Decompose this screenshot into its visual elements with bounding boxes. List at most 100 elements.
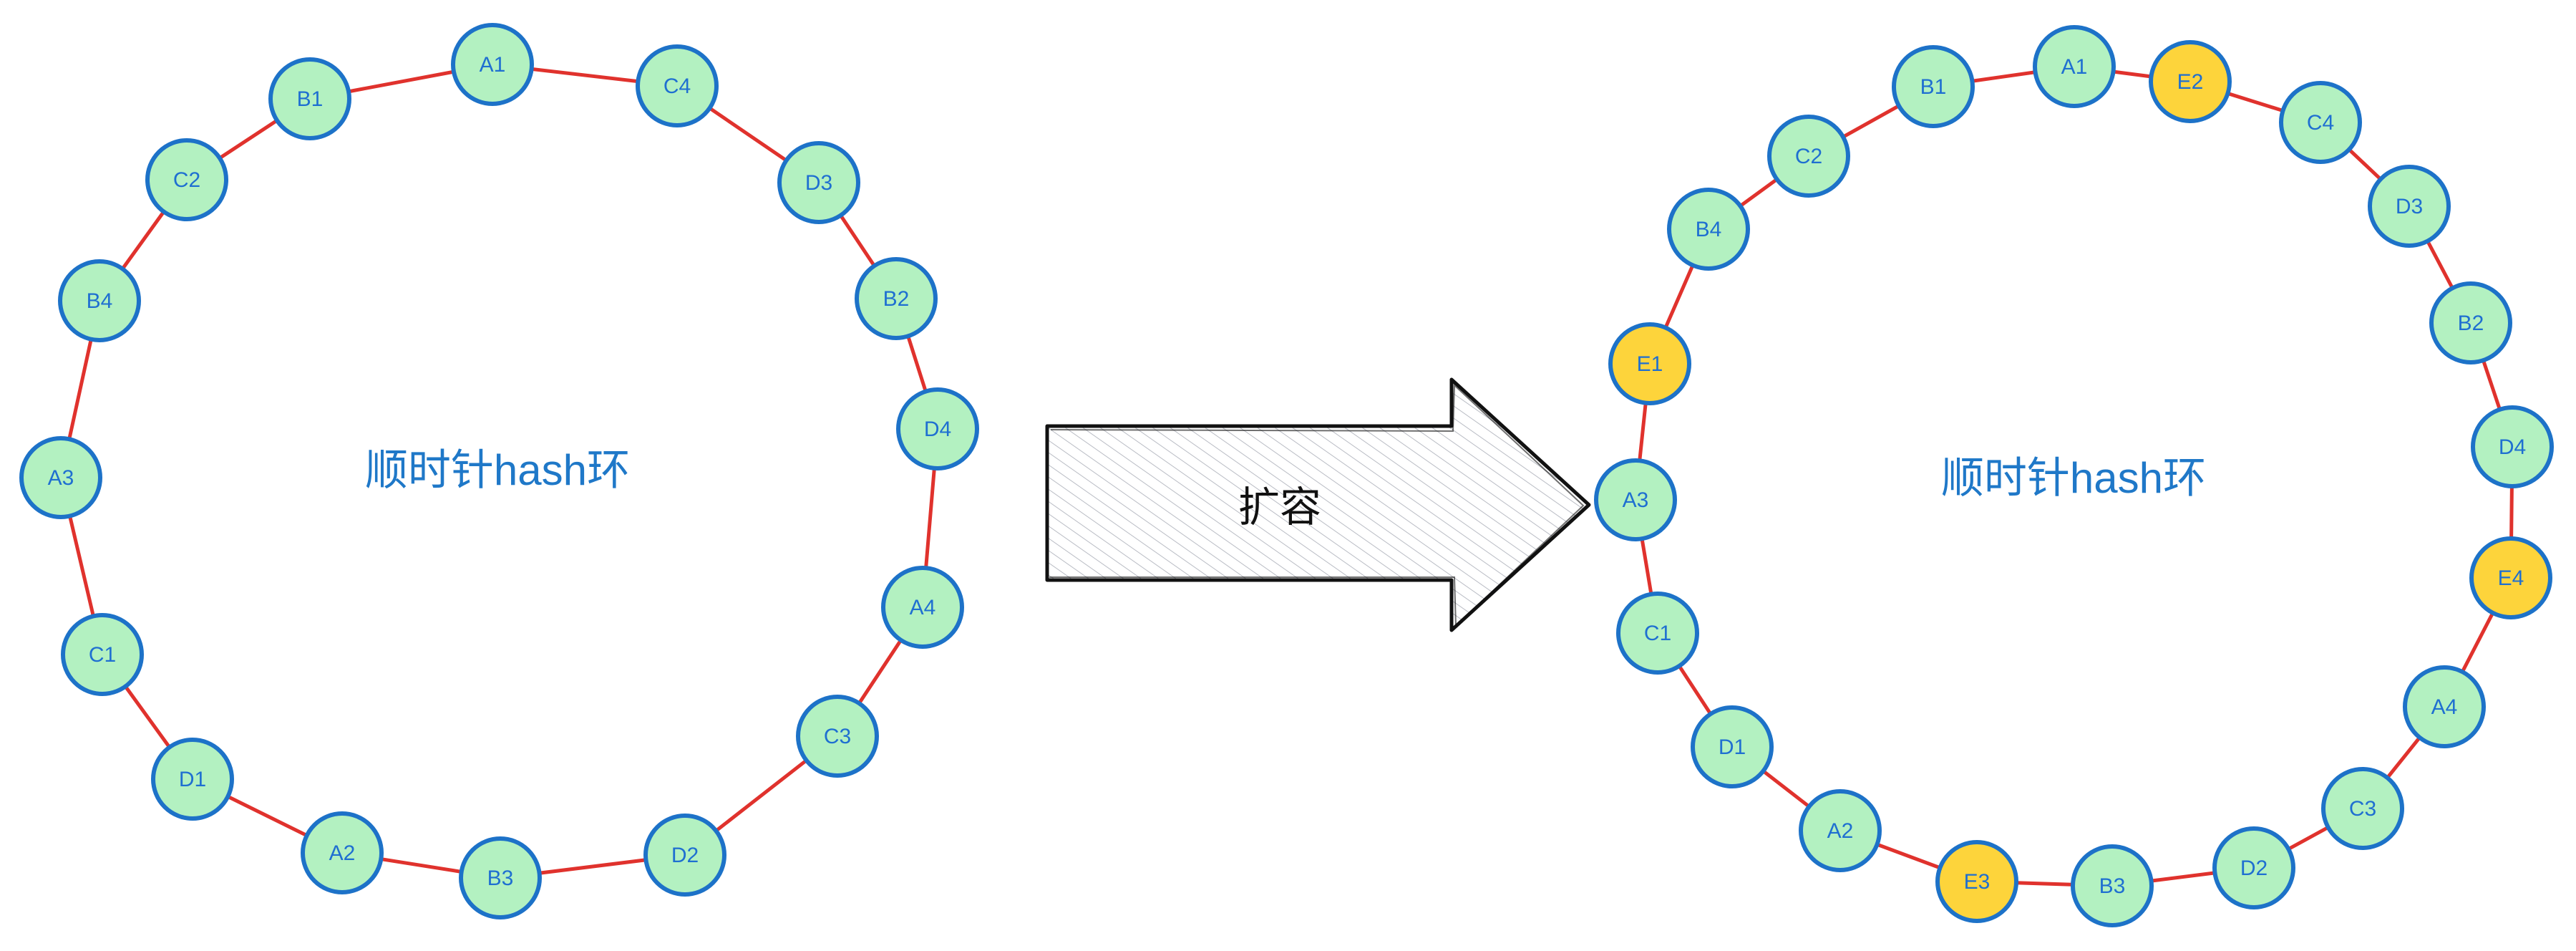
node-label: C2 [1795,145,1822,168]
right-node-D1: D1 [1691,705,1774,788]
right-node-C2: C2 [1767,115,1850,198]
left-node-A1: A1 [451,23,534,106]
node-label: A3 [48,466,74,490]
left-node-D2: D2 [643,814,726,897]
right-node-A1: A1 [2033,25,2116,108]
node-circle [2403,665,2486,748]
node-circle [1892,45,1975,128]
node-label: B1 [1920,75,1947,99]
node-label: C1 [89,643,116,667]
node-circle [1667,188,1750,271]
left-node-C2: C2 [145,138,228,221]
node-label: B3 [487,866,514,890]
node-circle [2033,25,2116,108]
right-node-D3: D3 [2368,165,2451,248]
node-circle [451,23,534,106]
node-label: A1 [480,53,506,77]
left-node-B2: B2 [855,257,938,340]
node-circle [19,436,102,519]
right-node-C3: C3 [2321,767,2404,850]
node-label: B3 [2099,874,2126,898]
right-node-D2: D2 [2212,826,2295,909]
node-label: C4 [2307,111,2334,135]
new-node-circle [1608,322,1691,405]
node-circle [881,566,964,649]
node-circle [796,695,879,778]
right-node-E2: E2 [2149,40,2232,123]
right-node-D4: D4 [2471,405,2554,488]
node-label: C2 [173,168,200,192]
node-label: C3 [824,725,851,748]
node-label: A2 [1827,819,1854,843]
node-circle [636,44,719,127]
node-circle [268,57,351,140]
node-circle [145,138,228,221]
node-label: D3 [2396,195,2423,218]
left-node-C3: C3 [796,695,879,778]
node-label: E4 [2498,566,2524,590]
node-circle [2071,844,2154,927]
right-node-A4: A4 [2403,665,2486,748]
node-circle [1799,789,1882,872]
left-node-A2: A2 [301,811,384,894]
node-label: D4 [924,417,951,441]
node-circle [2279,81,2362,164]
new-node-circle [1935,840,2018,923]
node-circle [459,836,542,919]
right-node-B4: B4 [1667,188,1750,271]
new-node-circle [2149,40,2232,123]
node-circle [2429,281,2512,365]
left-node-C4: C4 [636,44,719,127]
left-node-B1: B1 [268,57,351,140]
node-circle [896,387,979,470]
left-node-B4: B4 [58,259,141,342]
left-node-D3: D3 [777,141,860,224]
node-label: A4 [910,596,936,619]
right-node-B1: B1 [1892,45,1975,128]
node-label: B2 [883,287,910,311]
right-node-E4: E4 [2469,536,2552,619]
node-circle [855,257,938,340]
node-circle [61,613,144,696]
node-circle [1691,705,1774,788]
node-label: B4 [87,289,113,313]
right-node-C1: C1 [1616,592,1699,675]
node-circle [151,738,234,821]
node-circle [2321,767,2404,850]
node-circle [58,259,141,342]
node-circle [301,811,384,894]
node-label: A3 [1623,488,1649,512]
node-label: B4 [1696,218,1722,241]
node-label: D4 [2499,435,2526,459]
node-circle [2368,165,2451,248]
left-ring-title: 顺时针hash环 [365,446,630,494]
expand-arrow: 扩容 [1045,377,1591,632]
node-label: D2 [671,844,699,867]
node-label: D2 [2240,856,2268,880]
node-label: C4 [664,74,691,98]
right-node-B3: B3 [2071,844,2154,927]
right-node-B2: B2 [2429,281,2512,365]
node-label: D3 [805,171,832,195]
node-label: D1 [1719,735,1746,759]
left-node-A4: A4 [881,566,964,649]
node-label: A1 [2061,55,2088,79]
node-label: B1 [297,87,324,111]
left-node-A3: A3 [19,436,102,519]
node-label: E1 [1637,352,1663,376]
left-node-D1: D1 [151,738,234,821]
new-node-circle [2469,536,2552,619]
node-label: E3 [1964,870,1991,894]
node-circle [2212,826,2295,909]
expand-label: 扩容 [1238,484,1321,531]
node-circle [1594,458,1677,541]
node-label: B2 [2458,312,2484,335]
node-circle [2471,405,2554,488]
left-node-D4: D4 [896,387,979,470]
node-label: E2 [2177,70,2204,94]
arrow-sketch-outline [1049,383,1585,628]
node-label: D1 [179,768,206,791]
